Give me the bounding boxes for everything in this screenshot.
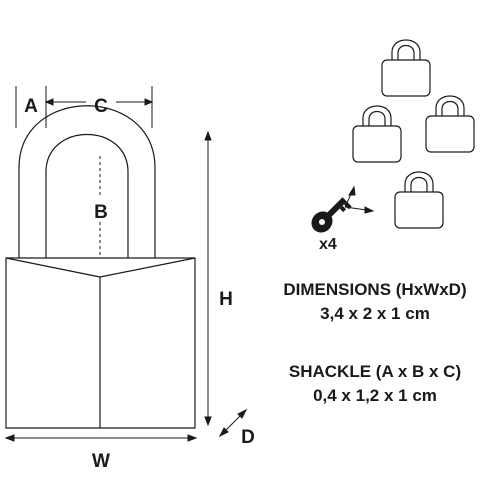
padlock-icon	[381, 39, 431, 97]
label-d: D	[241, 427, 255, 448]
shackle-title: SHACKLE (A x B x C)	[288, 362, 462, 381]
dimensions-value: 3,4 x 2 x 1 cm	[320, 304, 430, 323]
arrow-icons	[344, 185, 375, 214]
label-c: C	[94, 96, 108, 117]
padlock-body	[5, 257, 196, 429]
padlock-icon	[394, 171, 444, 229]
label-a: A	[24, 96, 38, 117]
label-w: W	[92, 451, 110, 472]
dimension-lines	[4, 86, 248, 442]
padlock-icon-group	[352, 39, 475, 229]
dimensions-title: DIMENSIONS (HxWxD)	[283, 280, 467, 299]
body-top-edge	[5, 257, 196, 278]
label-h: H	[219, 289, 233, 310]
dimensions-spec: DIMENSIONS (HxWxD) 3,4 x 2 x 1 cm	[250, 278, 500, 326]
padlock-icon	[352, 105, 402, 163]
shackle-outer	[18, 105, 156, 258]
label-b: B	[94, 202, 108, 223]
shackle-spec: SHACKLE (A x B x C) 0,4 x 1,2 x 1 cm	[250, 360, 500, 408]
padlock-icon	[425, 95, 475, 153]
shackle-inner	[45, 133, 129, 258]
key-icon	[311, 197, 352, 233]
shackle-value: 0,4 x 1,2 x 1 cm	[313, 386, 437, 405]
padlock-drawing	[5, 105, 196, 429]
key-count: x4	[319, 236, 337, 253]
